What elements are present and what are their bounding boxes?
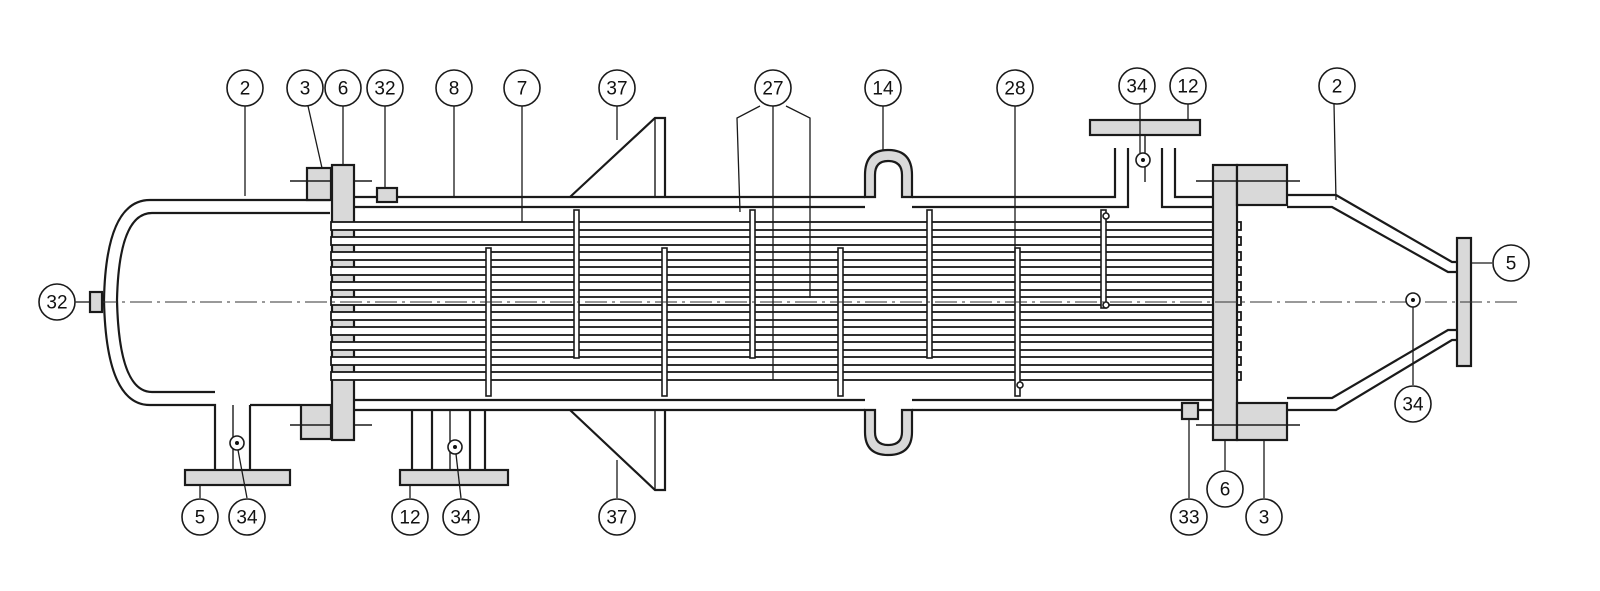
- svg-text:34: 34: [1402, 395, 1424, 416]
- baffles: [485, 209, 1107, 397]
- svg-text:2: 2: [1332, 77, 1343, 98]
- svg-text:32: 32: [374, 79, 395, 100]
- svg-text:6: 6: [1220, 480, 1231, 501]
- callout-2-left: 2: [226, 69, 264, 107]
- right-channel-flange-top: [1235, 163, 1289, 207]
- top-support-saddle: [569, 116, 667, 198]
- callout-3-bottom: 3: [1245, 498, 1283, 536]
- shell-top-nozzle-flange: [1088, 118, 1202, 137]
- vent-connection-top: [375, 186, 399, 204]
- callout-34-top: 34: [1118, 67, 1156, 105]
- shell: [354, 118, 1220, 487]
- svg-text:37: 37: [606, 79, 627, 100]
- callout-33: 33: [1170, 498, 1208, 536]
- svg-text:27: 27: [762, 79, 783, 100]
- svg-text:12: 12: [399, 508, 420, 529]
- svg-text:6: 6: [338, 79, 349, 100]
- bottom-support-saddle: [569, 409, 667, 492]
- callout-37-top: 37: [598, 69, 636, 107]
- expansion-joint: [863, 148, 914, 457]
- callout-5-right: 5: [1492, 244, 1530, 282]
- instrument-points: [229, 152, 1421, 455]
- svg-text:34: 34: [450, 508, 472, 529]
- callout-2-right: 2: [1318, 67, 1356, 105]
- svg-text:28: 28: [1004, 79, 1025, 100]
- left-channel-flange-bottom: [299, 403, 333, 441]
- svg-text:37: 37: [606, 508, 627, 529]
- callout-37-bottom: 37: [598, 498, 636, 536]
- svg-text:8: 8: [449, 79, 460, 100]
- callout-6-bottom: 6: [1206, 470, 1244, 508]
- svg-text:5: 5: [195, 508, 206, 529]
- tube-bundle: [330, 221, 1242, 381]
- callout-6-top: 6: [324, 69, 362, 107]
- callout-32-left: 32: [38, 283, 76, 321]
- channel-bottom-nozzle-flange: [183, 468, 292, 487]
- callout-34-bottom-mid: 34: [442, 498, 480, 536]
- callout-12-bottom: 12: [391, 498, 429, 536]
- vent-connection-left: [88, 290, 104, 314]
- right-channel-flange-bottom: [1235, 401, 1289, 442]
- svg-text:5: 5: [1506, 254, 1517, 275]
- left-channel-flange-top: [305, 166, 333, 202]
- svg-text:33: 33: [1178, 508, 1199, 529]
- svg-text:12: 12: [1177, 77, 1198, 98]
- svg-text:3: 3: [1259, 508, 1270, 529]
- callout-27: 27: [754, 69, 792, 107]
- svg-text:2: 2: [240, 79, 251, 100]
- left-channel-head: [102, 198, 330, 487]
- callout-3-top: 3: [286, 69, 324, 107]
- callout-34-right: 34: [1394, 385, 1432, 423]
- svg-text:7: 7: [517, 79, 528, 100]
- leader-lines: [76, 103, 1492, 499]
- callout-5-bottom: 5: [181, 498, 219, 536]
- svg-text:14: 14: [872, 79, 894, 100]
- svg-text:34: 34: [1126, 77, 1148, 98]
- callout-28: 28: [996, 69, 1034, 107]
- callout-8: 8: [435, 69, 473, 107]
- callout-14: 14: [864, 69, 902, 107]
- callout-34-bottom-left: 34: [228, 498, 266, 536]
- drain-connection: [1180, 401, 1200, 421]
- callout-7: 7: [503, 69, 541, 107]
- svg-text:32: 32: [46, 293, 67, 314]
- svg-text:3: 3: [300, 79, 311, 100]
- shell-bottom-nozzle-flange: [398, 468, 510, 487]
- callout-32-top: 32: [366, 69, 404, 107]
- svg-text:34: 34: [236, 508, 258, 529]
- callout-12-top: 12: [1169, 67, 1207, 105]
- right-conical-head: [1287, 193, 1473, 412]
